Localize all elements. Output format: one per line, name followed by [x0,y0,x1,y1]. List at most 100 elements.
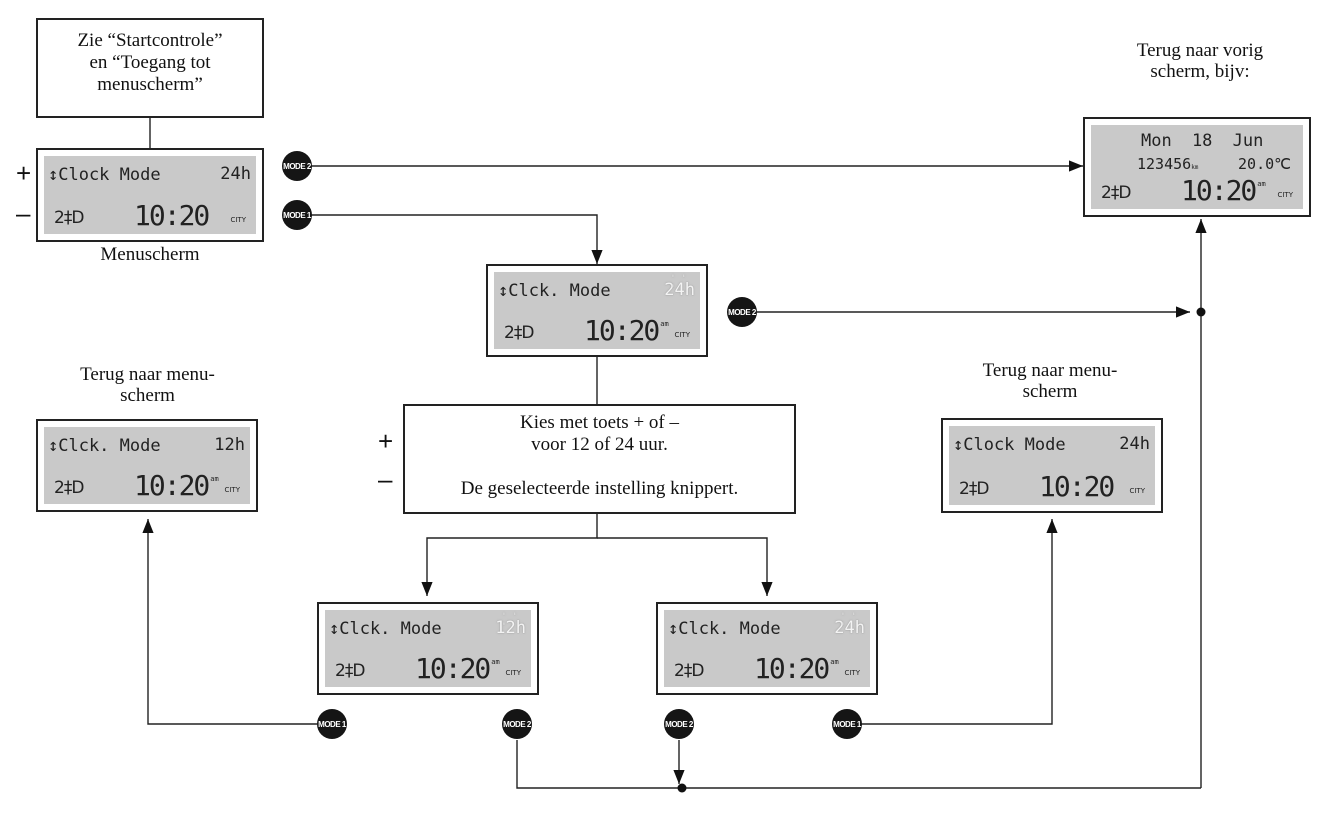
menu-screen: ↕Clock Mode 24h 2‡D 10:20 CITY [36,148,264,242]
time-value: 10:20 [134,469,210,502]
minus-sign: – [16,198,31,228]
caption-line: scherm [120,385,175,406]
back-previous-caption: Terug naar vorig scherm, bijv: [1090,40,1310,82]
odometer-unit: km [1191,164,1199,171]
mode2-button[interactable]: MODE 2 [502,709,532,739]
lcd-display: ↕Clock Mode 24h 2‡D 10:20 CITY [949,426,1155,505]
instruction-line-1: Kies met toets + of – [520,412,679,433]
time-value: 10:20 [1039,470,1115,503]
junction-dot-right [1196,307,1206,317]
instruction-line-4: De geselecteerde instelling knippert. [460,478,739,499]
lcd-badge: 24h [1119,434,1150,454]
mode2-button[interactable]: MODE 2 [282,151,312,181]
time-value: 10:20 [1181,174,1257,207]
instruction-line-2: voor 12 of 24 uur. [531,434,668,455]
minus-sign: – [378,464,393,494]
start-line-2: en “Toegang tot [89,52,211,73]
am-indicator: am [1257,180,1266,188]
lcd-temperature: 20.0℃ [1238,155,1291,173]
lcd-trip: 2‡D [959,479,989,499]
lcd-title: ↕Clock Mode [953,435,1066,455]
lcd-trip: 2‡D [54,478,84,498]
lcd-title: ↕Clock Mode [48,165,161,185]
time-value: 10:20 [584,314,660,347]
menuscherm-caption: Menuscherm [100,244,200,265]
lcd-odometer: 123456km [1137,155,1198,173]
back-menu-caption-left: Terug naar menu- scherm [40,364,255,406]
lcd-trip: 2‡D [54,208,84,228]
am-indicator: am [660,320,669,328]
caption-line: Terug naar menu- [80,364,215,385]
lcd-title: ↕Clck. Mode [668,619,781,639]
odometer-value: 123456 [1137,155,1192,173]
mode1-button[interactable]: MODE 1 [832,709,862,739]
caption-line: scherm, bijv: [1150,61,1250,82]
lcd-badge-flashing: 24h [664,274,695,300]
lcd-city: CITY [844,669,860,677]
lcd-title: ↕Clck. Mode [48,436,161,456]
plus-sign: + [378,426,394,456]
arrow-mode1-top [311,214,603,264]
arrow-to-flash-24 [597,537,773,596]
instruction-line-3 [405,456,794,478]
instruction-box: Kies met toets + of – voor 12 of 24 uur.… [403,404,796,514]
arrow-back-right [857,519,1058,725]
lcd-title: ↕Clck. Mode [329,619,442,639]
lcd-city: CITY [1277,191,1293,199]
lcd-city: CITY [505,669,521,677]
am-indicator: am [491,658,500,666]
lcd-badge: 24h [220,164,251,184]
lcd-trip: 2‡D [335,661,365,681]
arrow-to-flash-12 [421,513,598,596]
mode2-button[interactable]: MODE 2 [664,709,694,739]
caption-line: Terug naar vorig [1136,40,1264,61]
lcd-title: ↕Clck. Mode [498,281,611,301]
lcd-display: ↕Clock Mode 24h 2‡D 10:20 CITY [44,156,256,234]
caption-line: Terug naar menu- [982,360,1118,381]
lcd-city: CITY [230,216,246,224]
arrow-back-left [142,519,317,725]
lcd-date: Mon 18 Jun [1141,131,1264,151]
junction-dot-bottom [677,783,687,793]
mode2-button[interactable]: MODE 2 [727,297,757,327]
lcd-time: 10:20 [134,199,210,232]
lcd-city: CITY [1129,487,1145,495]
lcd-badge-flashing: 12h [495,612,526,638]
mode1-button[interactable]: MODE 1 [282,200,312,230]
lcd-city: CITY [674,331,690,339]
lcd-city: CITY [224,486,240,494]
time-value: 10:20 [754,652,830,685]
time-value: 10:20 [415,652,491,685]
start-line-1: Zie “Startcontrole” [77,30,223,51]
am-indicator: am [830,658,839,666]
lcd-time: 10:20 [1039,470,1115,503]
bottom-bus [516,740,1201,789]
lcd-trip: 2‡D [674,661,704,681]
time-value: 10:20 [134,199,210,232]
start-instruction-box: Zie “Startcontrole” en “Toegang tot menu… [36,18,264,118]
plus-sign: + [16,158,32,188]
caption-line: scherm [1022,381,1078,402]
menu-screen-24h: ↕Clock Mode 24h 2‡D 10:20 CITY [941,418,1163,513]
back-menu-caption-right: Terug naar menu- scherm [940,360,1160,402]
lcd-badge-flashing: 24h [834,612,865,638]
lcd-trip: 2‡D [504,323,534,343]
mode1-button[interactable]: MODE 1 [317,709,347,739]
lcd-trip: 2‡D [1101,183,1131,203]
am-indicator: am [210,475,219,483]
